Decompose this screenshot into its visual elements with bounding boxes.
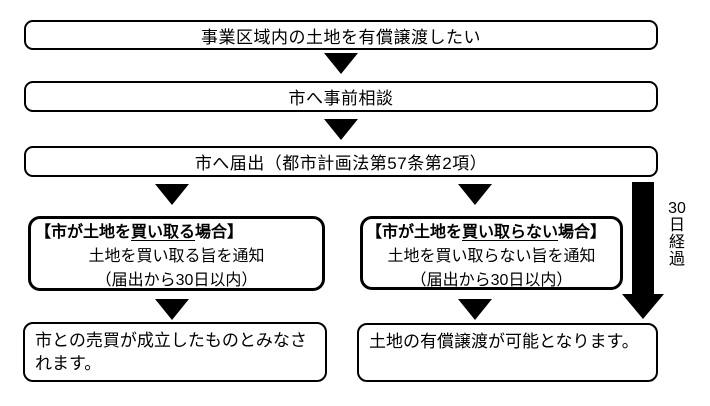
city-buys-deadline: （届出から30日以内）: [95, 272, 258, 289]
elapsed-label-char: 過: [668, 251, 685, 268]
city-does-not-buy-heading: 【市が土地を買い取らない場合】: [366, 221, 617, 245]
elapsed-label-char: 経: [668, 234, 685, 251]
box-notification: 市へ届出（都市計画法第57条第2項）: [24, 146, 658, 177]
city-buys-heading: 【市が土地を買い取る場合】: [35, 221, 318, 245]
box-city-buys-case: 【市が土地を買い取る場合】 土地を買い取る旨を通知 （届出から30日以内）: [28, 216, 325, 291]
city-does-not-buy-notice: 土地を買い取らない旨を通知: [387, 248, 596, 265]
heading-underlined: 買い取らない: [462, 224, 559, 241]
box-transfer-intent-label: 事業区域内の土地を有償譲渡したい: [201, 27, 481, 47]
down-arrow-icon: [155, 299, 189, 320]
city-buys-notice: 土地を買い取る旨を通知: [88, 248, 265, 265]
elapsed-arrow-shaft: [632, 182, 654, 295]
box-notification-label: 市へ届出（都市計画法第57条第2項）: [194, 154, 488, 173]
deemed-sale-result-label: 市との売買が成立したものとみなされます。: [35, 331, 307, 373]
box-deemed-sale-result: 市との売買が成立したものとみなされます。: [23, 322, 327, 382]
box-prior-consultation-label: 市へ事前相談: [288, 89, 394, 108]
box-transfer-intent: 事業区域内の土地を有償譲渡したい: [24, 20, 658, 50]
city-does-not-buy-deadline: （届出から30日以内）: [410, 272, 573, 289]
down-arrow-icon: [458, 299, 492, 320]
down-arrow-icon: [155, 184, 189, 205]
elapsed-label-number: 30: [668, 200, 686, 217]
down-arrow-icon: [324, 119, 358, 140]
box-prior-consultation: 市へ事前相談: [24, 81, 658, 112]
heading-prefix: 【市が土地を: [366, 224, 463, 241]
heading-suffix: 場合】: [558, 224, 607, 241]
transfer-possible-result-label: 土地の有償譲渡が可能となります。: [369, 332, 639, 351]
down-arrow-icon: [458, 184, 492, 205]
box-city-does-not-buy-case: 【市が土地を買い取らない場合】 土地を買い取らない旨を通知 （届出から30日以内…: [360, 216, 623, 290]
heading-suffix: 場合】: [195, 224, 244, 241]
box-transfer-possible-result: 土地の有償譲渡が可能となります。: [357, 323, 658, 382]
elapsed-30-days-label: 30 日 経 過: [660, 200, 694, 268]
down-arrow-icon: [324, 53, 358, 74]
elapsed-label-char: 日: [668, 217, 685, 234]
heading-underlined: 買い取る: [131, 224, 196, 241]
elapsed-arrow-head-icon: [622, 294, 664, 319]
heading-prefix: 【市が土地を: [35, 224, 132, 241]
